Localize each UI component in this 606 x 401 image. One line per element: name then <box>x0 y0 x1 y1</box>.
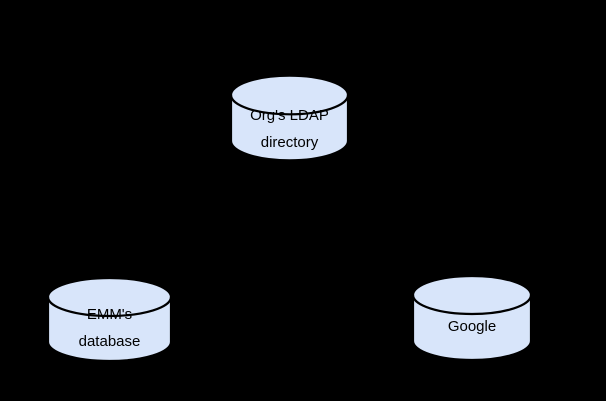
node-label-line: database <box>78 333 141 350</box>
node-emm-database-label: EMM's database <box>47 301 172 355</box>
node-ldap-directory: Org's LDAP directory <box>230 75 349 161</box>
node-ldap-directory-label: Org's LDAP directory <box>230 102 349 156</box>
node-label-line: Google <box>447 318 497 335</box>
node-label-line: directory <box>260 134 319 151</box>
node-label-line: Org's LDAP <box>250 107 329 124</box>
database-cylinder-icon <box>412 275 532 361</box>
node-emm-database: EMM's database <box>47 277 172 362</box>
node-google-label: Google <box>412 313 532 340</box>
node-google: Google <box>412 275 532 361</box>
node-label-line: EMM's <box>86 306 133 323</box>
database-cylinder-icon <box>47 277 172 362</box>
database-cylinder-icon <box>230 75 349 161</box>
